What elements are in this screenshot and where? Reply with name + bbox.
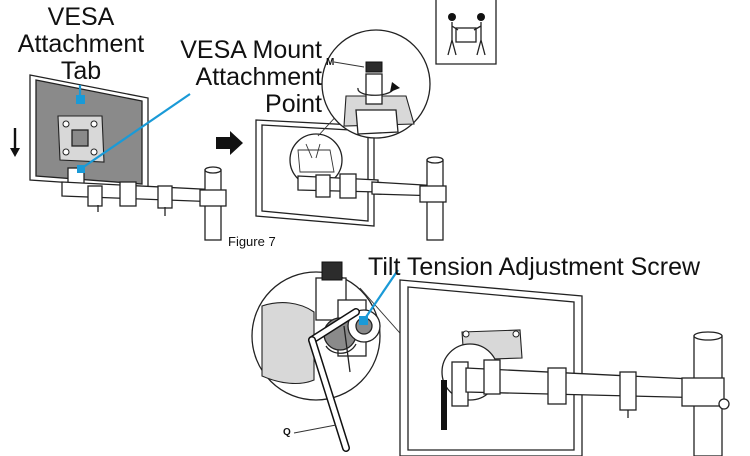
callout-line-tilt bbox=[359, 269, 399, 325]
arrow-right-icon bbox=[216, 131, 243, 155]
zoom-circle-mount bbox=[317, 29, 431, 139]
arrow-down-icon bbox=[10, 128, 20, 157]
part-label-m: M bbox=[326, 57, 335, 68]
middle-monitor bbox=[255, 119, 447, 241]
vesa-mount-attachment-point-label: VESA Mount Attachment Point bbox=[180, 36, 322, 118]
callout-line-vesa-point bbox=[77, 93, 191, 173]
right-monitor bbox=[399, 279, 730, 456]
two-person-lift-icon bbox=[435, 0, 497, 65]
part-label-q: Q bbox=[283, 427, 291, 438]
vesa-attachment-tab-label: VESA Attachment Tab bbox=[17, 3, 145, 85]
tilt-tension-adjustment-screw-label: Tilt Tension Adjustment Screw bbox=[368, 253, 701, 281]
zoom-circle-tilt bbox=[251, 261, 439, 452]
left-arm bbox=[61, 166, 227, 241]
rotate-arrow-icon bbox=[390, 82, 400, 92]
callout-line-vesa-tab bbox=[76, 85, 85, 104]
left-monitor bbox=[29, 74, 149, 189]
figure-caption: Figure 7 bbox=[228, 234, 276, 249]
